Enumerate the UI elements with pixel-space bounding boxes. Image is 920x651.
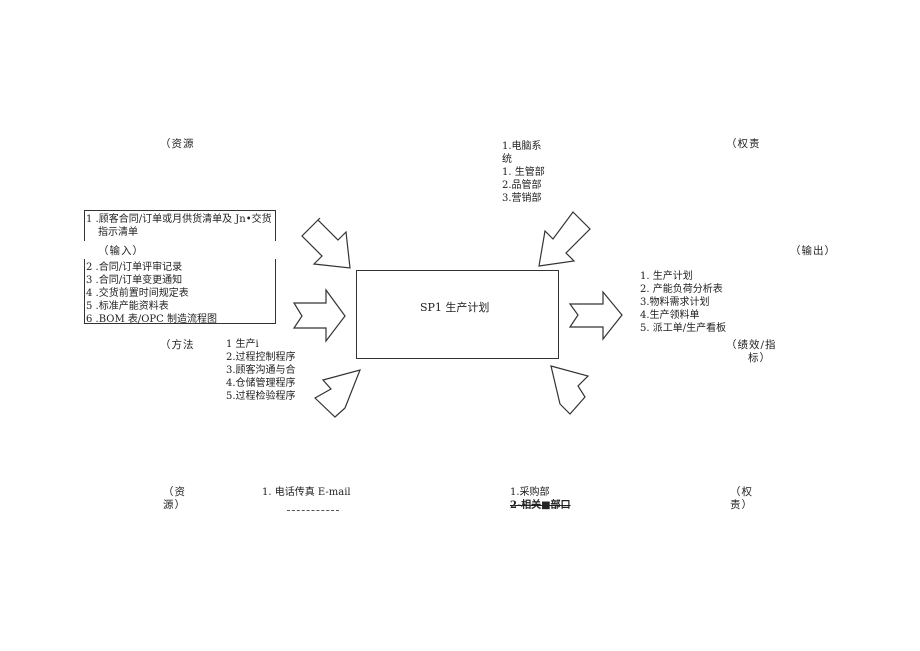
input-item: 3 .合同/订单变更通知 xyxy=(86,275,183,286)
output-item: 3.物料需求计划 xyxy=(640,297,710,308)
output-label: （输出） xyxy=(790,245,836,257)
output-item: 4.生产领料单 xyxy=(640,310,700,321)
rights-label-top: （权责 xyxy=(726,138,761,150)
system-list-line: 2.品管部 xyxy=(502,180,542,191)
input-item: 4 .交货前置时间规定表 xyxy=(86,288,189,299)
resources-label-bottom-cont: 源） xyxy=(163,499,186,511)
input-box xyxy=(83,210,281,324)
arrow-left xyxy=(292,288,346,343)
kpi-label-cont: 标） xyxy=(748,352,771,364)
kpi-label: （绩效/指 xyxy=(726,339,777,351)
rights-label-bottom-cont: 责） xyxy=(730,499,753,511)
method-item: 1 生产i xyxy=(226,339,259,350)
input-item-1: 1 .顾客合同/订单或月供货清单及 Jn•交货 xyxy=(86,214,272,225)
bottom-dept: 1.采购部 xyxy=(510,487,550,498)
system-list-line: 统 xyxy=(502,154,512,165)
arrow-bottom-right xyxy=(550,365,590,415)
method-item: 3.顾客沟通与合 xyxy=(226,365,296,376)
arrow-bottom-left xyxy=(313,369,361,418)
system-list-line: 1. 生管部 xyxy=(502,167,545,178)
arrow-right xyxy=(568,290,623,341)
input-item: 5 .标准产能资料表 xyxy=(86,301,169,312)
arrow-top-right xyxy=(538,211,591,267)
input-item: 2 .合同/订单评审记录 xyxy=(86,262,183,273)
bottom-dashed-line xyxy=(287,510,339,511)
process-box xyxy=(356,270,559,359)
method-label: （方法 xyxy=(160,339,195,351)
method-item: 4.仓储管理程序 xyxy=(226,378,296,389)
input-label: （输入） xyxy=(98,245,144,257)
method-item: 2.过程控制程序 xyxy=(226,352,296,363)
input-box-gap xyxy=(83,241,281,259)
bottom-dept: 2-相关■部口 xyxy=(510,500,571,511)
system-list-line: 3.营销部 xyxy=(502,193,542,204)
output-item: 5. 派工单/生产看板 xyxy=(640,323,727,334)
arrow-top-left xyxy=(301,217,351,269)
method-item: 5.过程检验程序 xyxy=(226,391,296,402)
output-item: 2. 产能负荷分析表 xyxy=(640,284,723,295)
bottom-tools: 1. 电话传真 E-mail xyxy=(262,487,351,498)
resources-label-top: （资源 xyxy=(160,138,195,150)
rights-label-bottom: （权 xyxy=(730,486,753,498)
output-item: 1. 生产计划 xyxy=(640,271,693,282)
resources-label-bottom: （资 xyxy=(163,486,186,498)
process-title: SP1 生产计划 xyxy=(420,301,490,314)
input-item: 6 .BOM 表/OPC 制造流程图 xyxy=(86,314,217,325)
input-item-1-cont: 指示清单 xyxy=(98,227,138,238)
system-list-line: 1.电脑系 xyxy=(502,141,542,152)
